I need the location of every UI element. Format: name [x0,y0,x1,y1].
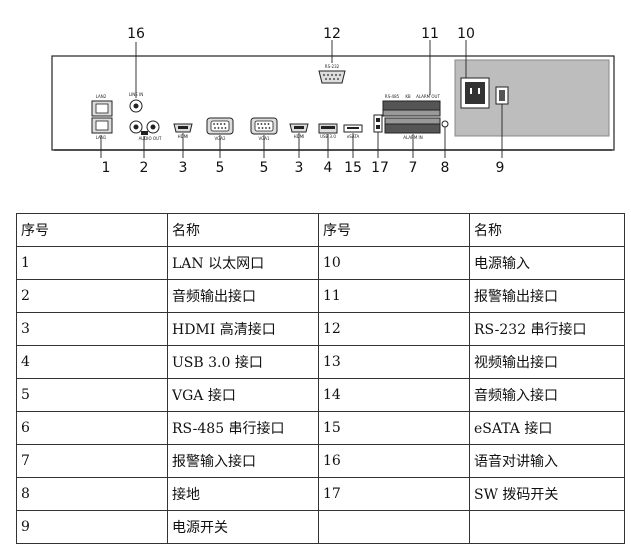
rs485-label: RS-485 [385,94,400,99]
table-row: 7 报警输入接口 16 语音对讲输入 [16,444,625,478]
table-cell: 8 [16,477,168,511]
table-cell: 15 [318,411,470,445]
header-index-left: 序号 [16,213,168,247]
terminal-blocks: RS-485 KB ALARM OUT ALARM IN [382,94,441,140]
table-cell: 13 [318,345,470,379]
alarm-out-label: ALARM OUT [416,94,440,99]
table-row: 2 音频输出接口 11 报警输出接口 [16,279,625,313]
lan2-label: LAN2 [96,94,107,99]
callout-numbers: 16 12 11 10 1 2 3 5 5 3 4 15 17 7 8 9 [102,26,505,176]
callout-4: 4 [324,160,333,176]
table-cell: 1 [16,246,168,280]
table-cell: 4 [16,345,168,379]
power-section [454,59,610,137]
table-cell: 电源开关 [167,510,319,544]
table-cell: 11 [318,279,470,313]
header-name-left: 名称 [167,213,319,247]
vga2-port: VGA2 [206,117,234,141]
callout-2: 2 [140,160,149,176]
rs232-port: RS-232 [318,64,346,84]
table-cell: 语音对讲输入 [469,444,625,478]
table-header-row: 序号 名称 序号 名称 [16,213,625,247]
table-row: 8 接地 17 SW 拨码开关 [16,477,625,511]
table-cell: LAN 以太网口 [167,246,319,280]
callout-5b: 5 [260,160,269,176]
table-cell: USB 3.0 接口 [167,345,319,379]
table-cell: 10 [318,246,470,280]
table-row: 5 VGA 接口 14 音频输入接口 [16,378,625,412]
table-cell: 6 [16,411,168,445]
callout-3a: 3 [179,160,188,176]
table-cell: 音频输入接口 [469,378,625,412]
table-cell: 3 [16,312,168,346]
callout-11: 11 [421,26,439,42]
table-row: 1 LAN 以太网口 10 电源输入 [16,246,625,280]
table-row: 3 HDMI 高清接口 12 RS-232 串行接口 [16,312,625,346]
table-cell: 电源输入 [469,246,625,280]
header-name-right: 名称 [469,213,625,247]
rear-panel-diagram: LAN2 LAN1 LINE IN AUDIO OUT HDMI VGA2 [51,26,615,176]
table-cell: 16 [318,444,470,478]
table-cell: 12 [318,312,470,346]
table-row: 6 RS-485 串行接口 15 eSATA 接口 [16,411,625,445]
table-cell: 报警输入接口 [167,444,319,478]
table-cell: RS-485 串行接口 [167,411,319,445]
callout-9: 9 [496,160,505,176]
table-cell: VGA 接口 [167,378,319,412]
table-cell: 14 [318,378,470,412]
callout-16: 16 [127,26,145,42]
table-cell: eSATA 接口 [469,411,625,445]
sw-dip-switch [373,114,383,133]
table-cell: 接地 [167,477,319,511]
leader-lines [100,40,503,158]
kb-label: KB [405,94,411,99]
table-cell: 音频输出接口 [167,279,319,313]
table-cell: 2 [16,279,168,313]
table-cell [469,510,625,544]
lan-ports: LAN2 LAN1 [91,94,113,140]
table-cell: SW 拨码开关 [469,477,625,511]
table-cell [318,510,470,544]
ground-screw [441,120,449,128]
callout-7: 7 [409,160,418,176]
table-cell: HDMI 高清接口 [167,312,319,346]
callout-10: 10 [457,26,475,42]
table-cell: 17 [318,477,470,511]
table-cell: 9 [16,510,168,544]
audio-out-label: AUDIO OUT [139,136,162,141]
table-row: 4 USB 3.0 接口 13 视频输出接口 [16,345,625,379]
port-legend-table: 序号 名称 序号 名称 1 LAN 以太网口 10 电源输入 2 音频输出接口 … [16,213,625,544]
header-index-right: 序号 [318,213,470,247]
vga1-port: VGA1 [250,117,278,141]
callout-3b: 3 [295,160,304,176]
callout-5a: 5 [216,160,225,176]
callout-15: 15 [344,160,362,176]
table-cell: 报警输出接口 [469,279,625,313]
table-cell: 视频输出接口 [469,345,625,379]
callout-17: 17 [371,160,389,176]
table-cell: 7 [16,444,168,478]
table-cell: RS-232 串行接口 [469,312,625,346]
callout-8: 8 [441,160,450,176]
callout-12: 12 [323,26,341,42]
table-row: 9 电源开关 [16,510,625,544]
rs232-label: RS-232 [325,64,340,69]
callout-1: 1 [102,160,111,176]
table-cell: 5 [16,378,168,412]
